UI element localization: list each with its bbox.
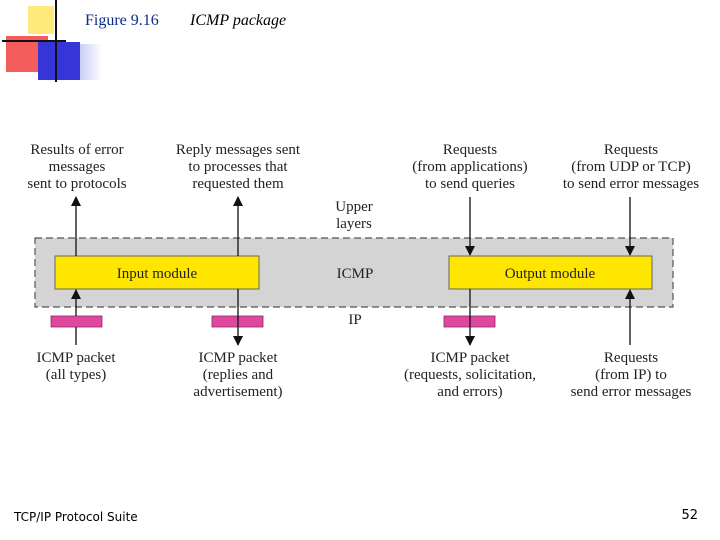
icmp-layer-label: ICMP [337, 266, 374, 282]
deco-yellow-square [28, 6, 54, 34]
deco-fade-bar [80, 44, 102, 80]
figure-title: ICMP package [190, 12, 287, 29]
label-requests-from-applications: Requests (from applications) to send que… [412, 142, 528, 192]
deco-horizontal-line [2, 40, 66, 42]
slide-page-number: 52 [681, 508, 698, 523]
label-requests-from-udp: Requests (from UDP or TCP) to send error… [562, 142, 700, 192]
input-module-label: Input module [117, 266, 198, 282]
label-results-of-error: Results of error messages sent to protoc… [27, 142, 127, 192]
label-icmp-packet-all-types: ICMP packet (all types) [36, 350, 116, 383]
label-reply-messages: Reply messages sent to processes that re… [175, 142, 301, 192]
figure-number: Figure 9.16 [85, 12, 159, 29]
output-module-box [448, 255, 653, 290]
deco-blue-square [38, 42, 80, 80]
footer-course-title: TCP/IP Protocol Suite [14, 510, 138, 524]
label-icmp-packet-requests: ICMP packet (requests, solicitation, and… [403, 350, 537, 400]
ip-layer-label: IP [348, 312, 361, 328]
label-icmp-packet-replies: ICMP packet (replies and advertisement) [193, 350, 283, 400]
output-module-label: Output module [505, 266, 596, 282]
label-requests-from-ip: Requests (from IP) to send error message… [570, 350, 692, 400]
port-input-1 [50, 315, 103, 328]
label-upper-layers: Upper layers [335, 199, 373, 232]
input-module-box [54, 255, 260, 290]
